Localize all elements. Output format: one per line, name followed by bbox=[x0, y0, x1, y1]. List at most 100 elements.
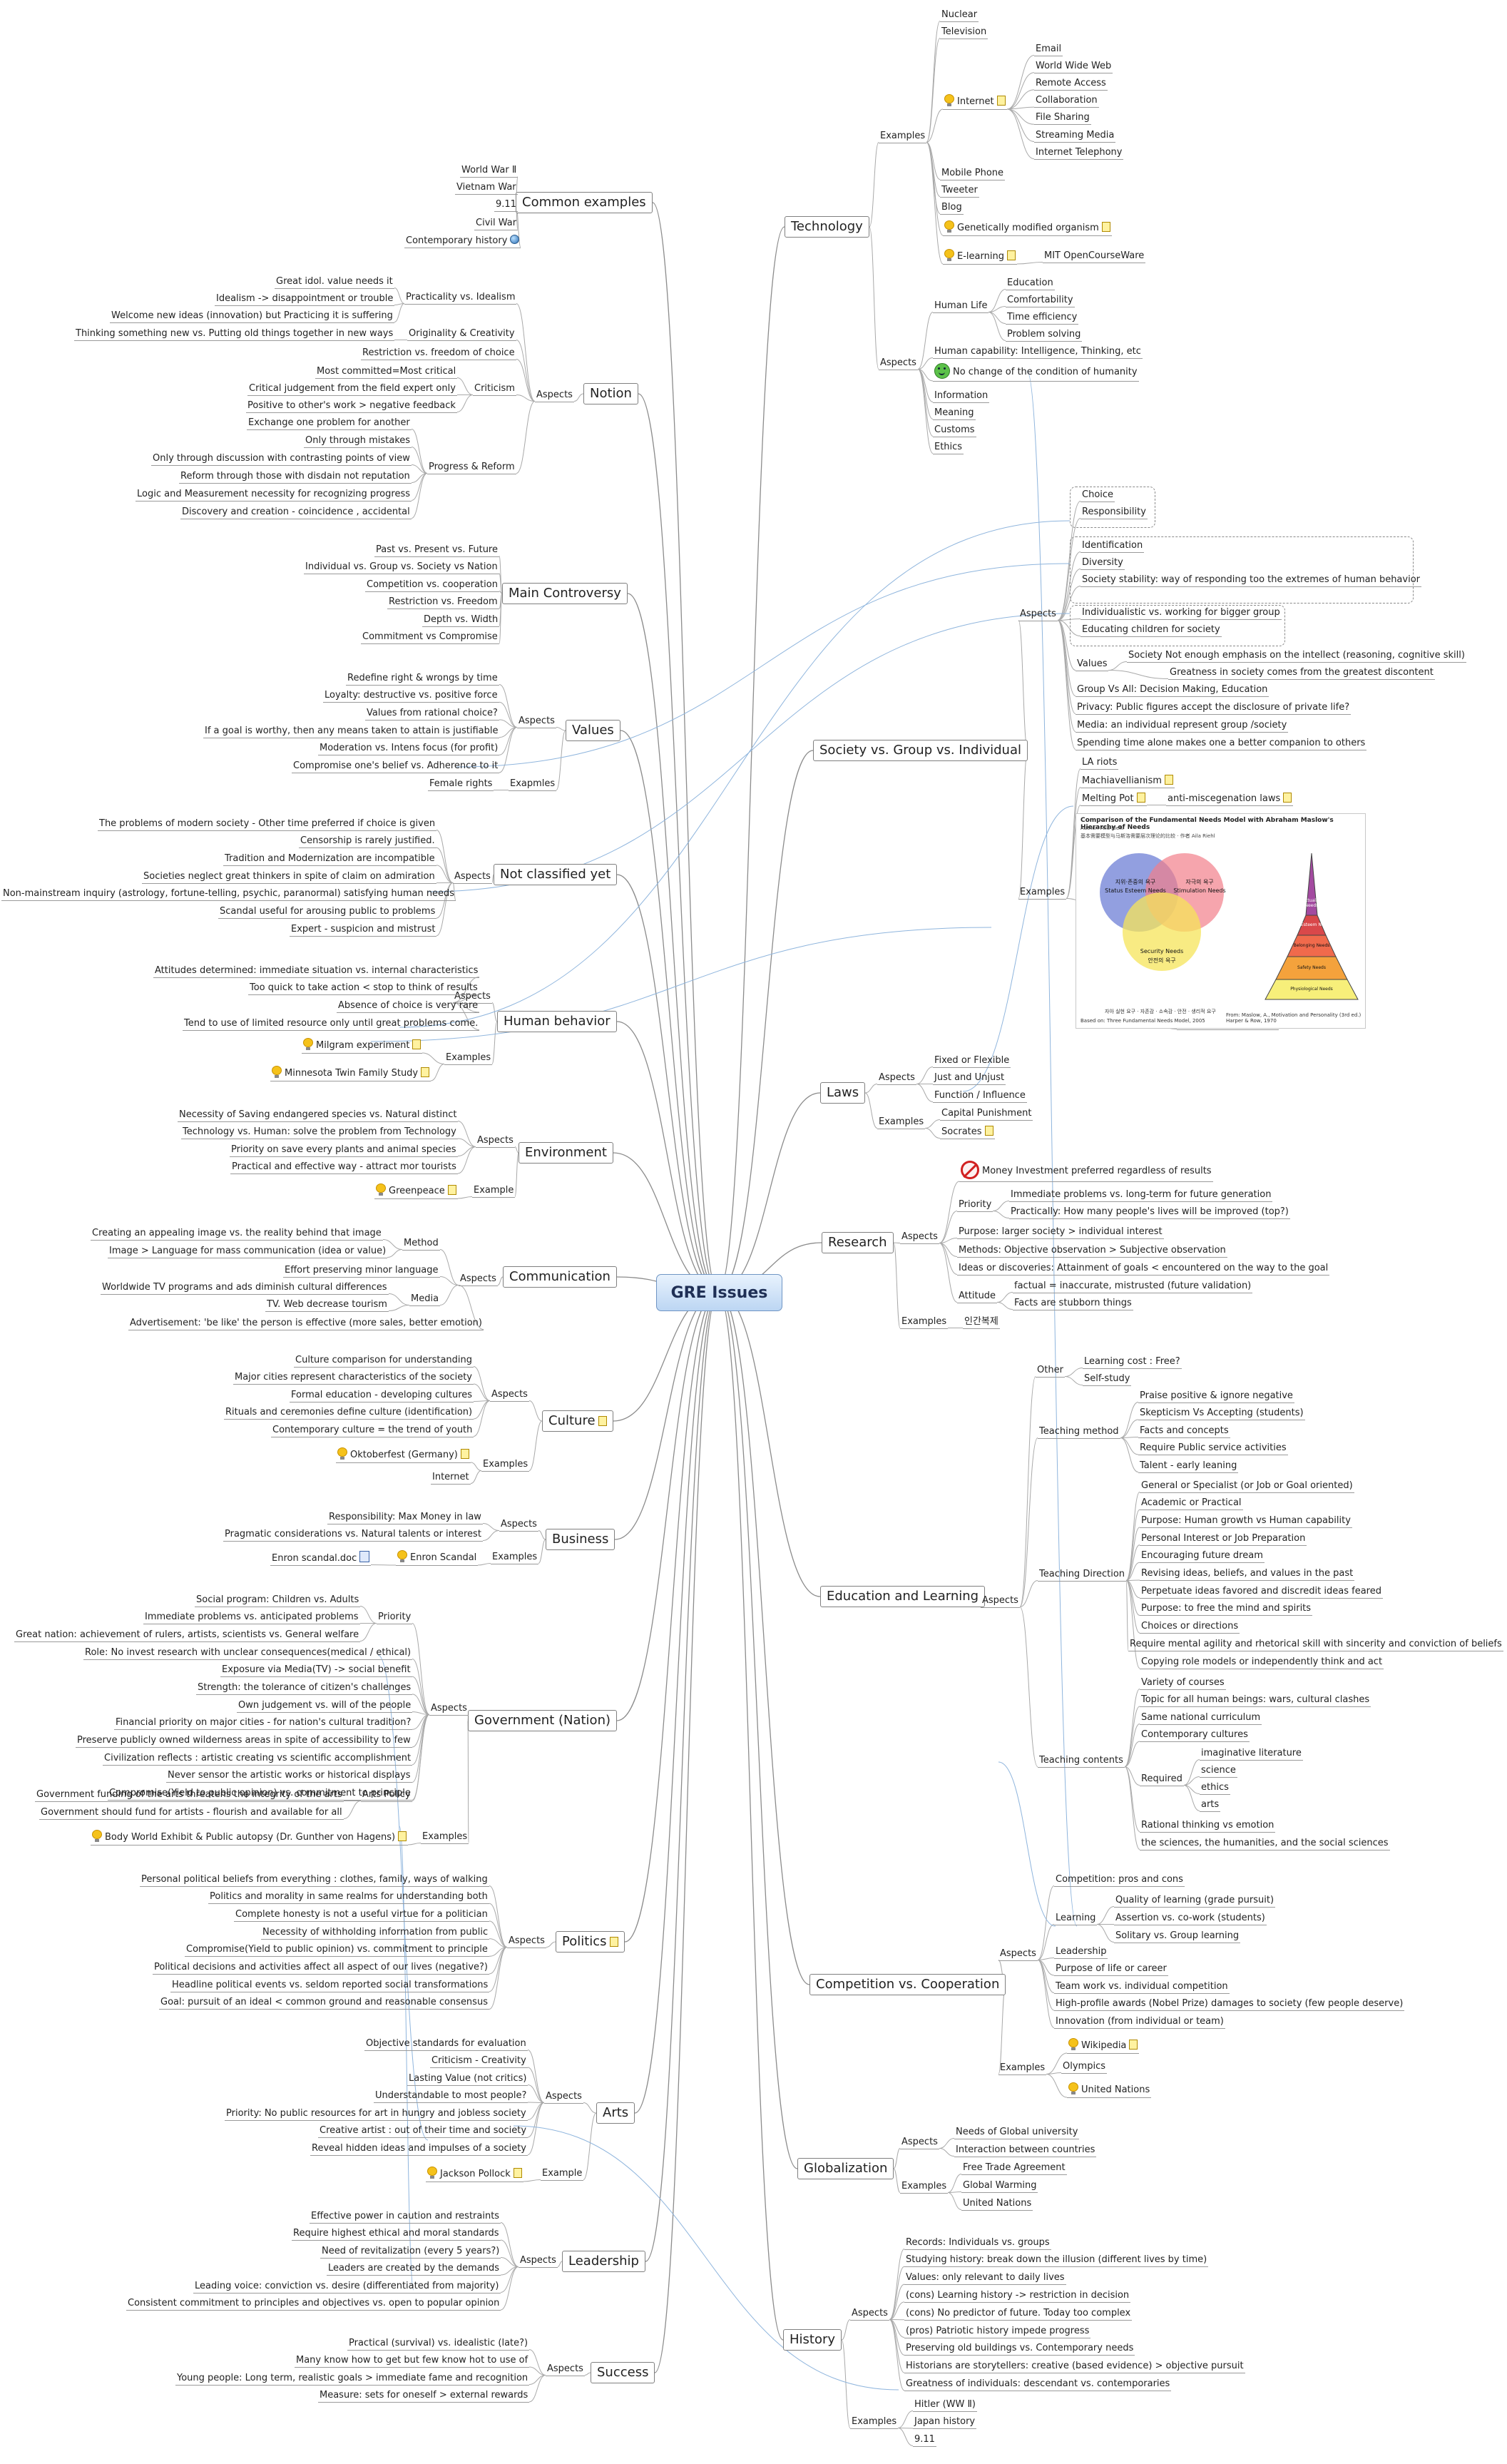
laws-examples[interactable]: Examples bbox=[877, 1117, 926, 1129]
branch-arts[interactable]: Arts bbox=[596, 2102, 635, 2124]
communication-method-3[interactable]: Effort preserving minor language bbox=[283, 1266, 440, 1278]
note-icon[interactable] bbox=[412, 1039, 422, 1049]
society-choice[interactable]: Choice bbox=[1081, 490, 1115, 502]
internet-www[interactable]: World Wide Web bbox=[1034, 61, 1113, 73]
note-icon[interactable] bbox=[984, 1125, 993, 1136]
society-indiv[interactable]: Individualistic vs. working for bigger g… bbox=[1081, 608, 1282, 620]
document-icon[interactable] bbox=[359, 1550, 370, 1562]
notion-aspects[interactable]: Aspects bbox=[535, 390, 574, 402]
globalization-aspects[interactable]: Aspects bbox=[900, 2137, 939, 2149]
arts-aspect-5[interactable]: Priority: No public resources for art in… bbox=[225, 2109, 528, 2121]
politics-aspect-5[interactable]: Compromise(Yield to public opinion) vs. … bbox=[185, 1945, 489, 1958]
society-values-discontent[interactable]: Greatness in society comes from the grea… bbox=[1168, 668, 1435, 680]
communication-media-1[interactable]: Worldwide TV programs and ads diminish c… bbox=[101, 1283, 389, 1295]
branch-politics[interactable]: Politics bbox=[556, 1931, 625, 1953]
elearning-mit[interactable]: MIT OpenCourseWare bbox=[1043, 251, 1146, 263]
note-icon[interactable] bbox=[447, 1185, 456, 1195]
society-stability[interactable]: Society stability: way of responding too… bbox=[1081, 575, 1422, 587]
competition-aspect-2[interactable]: Leadership bbox=[1054, 1947, 1108, 1959]
society-educating[interactable]: Educating children for society bbox=[1081, 625, 1222, 637]
not-classified-4[interactable]: Societies neglect great thinkers in spit… bbox=[142, 872, 436, 884]
competition-examples[interactable]: Examples bbox=[998, 2063, 1047, 2075]
note-icon[interactable] bbox=[609, 1937, 618, 1947]
behavior-example-milgram[interactable]: Milgram experiment bbox=[302, 1038, 423, 1054]
branch-laws[interactable]: Laws bbox=[820, 1082, 866, 1104]
not-classified-1[interactable]: The problems of modern society - Other t… bbox=[98, 819, 437, 831]
government-aspects[interactable]: Aspects bbox=[429, 1704, 469, 1716]
competition-aspects[interactable]: Aspects bbox=[998, 1949, 1038, 1961]
note-icon[interactable] bbox=[1164, 774, 1173, 785]
business-example-enron[interactable]: Enron Scandal bbox=[396, 1550, 479, 1566]
human-life-problem[interactable]: Problem solving bbox=[1006, 330, 1083, 342]
globalization-example-2[interactable]: Global Warming bbox=[961, 2181, 1038, 2193]
success-aspect-4[interactable]: Measure: sets for oneself > external rew… bbox=[318, 2391, 530, 2403]
teaching-method-1[interactable]: Praise positive & ignore negative bbox=[1138, 1391, 1294, 1403]
technology-elearning[interactable]: E-learning bbox=[943, 249, 1017, 265]
central-topic[interactable]: GRE Issues bbox=[656, 1274, 782, 1311]
culture-aspect-1[interactable]: Culture comparison for understanding bbox=[294, 1355, 474, 1368]
technology-capability[interactable]: Human capability: Intelligence, Thinking… bbox=[933, 347, 1143, 359]
politics-aspect-7[interactable]: Headline political events vs. seldom rep… bbox=[170, 1980, 490, 1992]
research-examples[interactable]: Examples bbox=[900, 1317, 949, 1329]
environment-example[interactable]: Example bbox=[472, 1186, 516, 1198]
branch-human-behavior[interactable]: Human behavior bbox=[497, 1011, 617, 1032]
politics-aspect-8[interactable]: Goal: pursuit of an ideal < common groun… bbox=[159, 1997, 489, 2010]
notion-prac-3[interactable]: Welcome new ideas (innovation) but Pract… bbox=[110, 311, 394, 323]
values-aspect-6[interactable]: Compromise one's belief vs. Adherence to… bbox=[292, 761, 500, 773]
globe-icon[interactable] bbox=[510, 234, 520, 244]
government-arts-policy[interactable]: Arts Policy bbox=[361, 1790, 412, 1802]
laws-just[interactable]: Just and Unjust bbox=[933, 1073, 1006, 1085]
globalization-aspect-2[interactable]: Interaction between countries bbox=[954, 2145, 1097, 2157]
history-aspect-7[interactable]: Preserving old buildings vs. Contemporar… bbox=[904, 2343, 1135, 2356]
government-example-bodyworld[interactable]: Body World Exhibit & Public autopsy (Dr.… bbox=[91, 1830, 409, 1846]
research-money[interactable]: Money Investment preferred regardless of… bbox=[959, 1161, 1213, 1182]
culture-aspects[interactable]: Aspects bbox=[490, 1390, 529, 1402]
arts-aspects[interactable]: Aspects bbox=[544, 2092, 583, 2104]
communication-media-2[interactable]: TV. Web decrease tourism bbox=[265, 1300, 389, 1312]
required-2[interactable]: science bbox=[1200, 1766, 1237, 1778]
history-aspects[interactable]: Aspects bbox=[850, 2308, 889, 2321]
competition-example-olympics[interactable]: Olympics bbox=[1061, 2062, 1107, 2074]
history-examples[interactable]: Examples bbox=[850, 2417, 899, 2429]
teaching-direction-5[interactable]: Encouraging future dream bbox=[1140, 1551, 1265, 1564]
notion-restriction[interactable]: Restriction vs. freedom of choice bbox=[361, 348, 516, 360]
controversy-5[interactable]: Depth vs. Width bbox=[422, 615, 500, 627]
success-aspect-3[interactable]: Young people: Long term, realistic goals… bbox=[175, 2373, 530, 2386]
government-examples[interactable]: Examples bbox=[421, 1832, 469, 1844]
technology-ethics[interactable]: Ethics bbox=[933, 442, 964, 454]
behavior-aspect-3[interactable]: Absence of choice is very rare bbox=[337, 1001, 480, 1013]
teaching-content-4[interactable]: Contemporary cultures bbox=[1140, 1730, 1250, 1742]
branch-leadership[interactable]: Leadership bbox=[562, 2251, 645, 2272]
politics-aspect-1[interactable]: Personal political beliefs from everythi… bbox=[140, 1875, 489, 1887]
behavior-aspect-2[interactable]: Too quick to take action < stop to think… bbox=[248, 983, 479, 996]
research-priority[interactable]: Priority bbox=[957, 1200, 993, 1212]
globalization-examples[interactable]: Examples bbox=[900, 2182, 949, 2194]
education-aspects[interactable]: Aspects bbox=[981, 1596, 1020, 1608]
culture-example-internet[interactable]: Internet bbox=[431, 1472, 471, 1485]
branch-business[interactable]: Business bbox=[546, 1529, 615, 1550]
competition-aspect-3[interactable]: Purpose of life or career bbox=[1054, 1964, 1168, 1976]
teaching-direction-9[interactable]: Choices or directions bbox=[1140, 1622, 1240, 1634]
note-icon[interactable] bbox=[1129, 2040, 1138, 2050]
values-aspect-5[interactable]: Moderation vs. Intens focus (for profit) bbox=[318, 743, 500, 756]
environment-aspect-1[interactable]: Necessity of Saving endangered species v… bbox=[178, 1110, 459, 1122]
branch-education[interactable]: Education and Learning bbox=[820, 1586, 986, 1607]
note-icon[interactable] bbox=[398, 1831, 407, 1841]
teaching-direction-11[interactable]: Copying role models or independently thi… bbox=[1140, 1657, 1384, 1669]
teaching-direction-8[interactable]: Purpose: to free the mind and spirits bbox=[1140, 1604, 1313, 1617]
society-group-vs-all[interactable]: Group Vs All: Decision Making, Education bbox=[1076, 685, 1270, 697]
arts-example-pollock[interactable]: Jackson Pollock bbox=[426, 2167, 523, 2182]
politics-aspect-2[interactable]: Politics and morality in same realms for… bbox=[208, 1892, 489, 1905]
business-aspect-2[interactable]: Pragmatic considerations vs. Natural tal… bbox=[223, 1529, 483, 1542]
society-examples[interactable]: Examples bbox=[1018, 887, 1067, 900]
leadership-aspect-3[interactable]: Need of revitalization (every 5 years?) bbox=[320, 2246, 501, 2259]
technology-human-life[interactable]: Human Life bbox=[933, 301, 989, 313]
branch-success[interactable]: Success bbox=[591, 2362, 655, 2383]
notion-progress[interactable]: Progress & Reform bbox=[427, 462, 516, 474]
values-aspect-2[interactable]: Loyalty: destructive vs. positive force bbox=[323, 691, 499, 703]
society-spending[interactable]: Spending time alone makes one a better c… bbox=[1076, 738, 1367, 750]
branch-globalization[interactable]: Globalization bbox=[797, 2158, 894, 2179]
branch-not-classified[interactable]: Not classified yet bbox=[494, 864, 618, 885]
society-diversity[interactable]: Diversity bbox=[1081, 558, 1125, 570]
culture-aspect-2[interactable]: Major cities represent characteristics o… bbox=[233, 1373, 474, 1385]
